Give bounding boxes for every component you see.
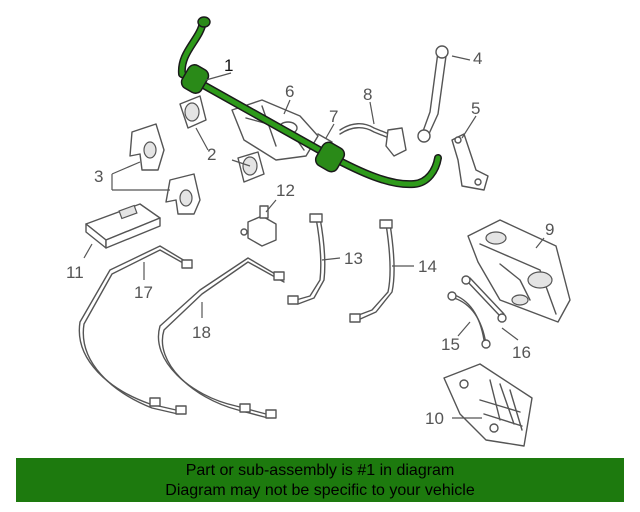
leader-lines — [83, 55, 545, 419]
callout-17[interactable]: 17 — [134, 283, 153, 302]
part-18-line[interactable] — [157, 257, 285, 419]
part-1-stabilizer-bar[interactable] — [177, 16, 442, 189]
part-15-line[interactable] — [447, 291, 491, 349]
part-13-hose[interactable] — [287, 213, 326, 305]
part-14-hose[interactable] — [349, 219, 395, 323]
callout-6[interactable]: 6 — [285, 82, 294, 101]
callout-16[interactable]: 16 — [512, 343, 531, 362]
part-9-control-unit[interactable] — [467, 219, 571, 323]
callout-11[interactable]: 11 — [66, 263, 84, 282]
part-11-module[interactable] — [85, 203, 161, 249]
callout-5[interactable]: 5 — [471, 99, 480, 118]
callout-2[interactable]: 2 — [207, 145, 216, 164]
part-10-bracket[interactable] — [443, 363, 533, 447]
callout-15[interactable]: 15 — [441, 335, 460, 354]
callout-7[interactable]: 7 — [329, 107, 338, 126]
parts-diagram: 1 2 3 4 5 6 7 8 9 10 11 12 13 14 15 16 1… — [66, 16, 571, 447]
part-3-clamp[interactable] — [129, 123, 201, 215]
callout-8[interactable]: 8 — [363, 85, 372, 104]
part-4-end-link[interactable] — [417, 45, 449, 143]
part-17-line[interactable] — [78, 245, 193, 415]
callout-18[interactable]: 18 — [192, 323, 211, 342]
callout-3[interactable]: 3 — [94, 167, 103, 186]
part-16-line[interactable] — [461, 275, 507, 323]
callout-14[interactable]: 14 — [418, 257, 437, 276]
part-8-link[interactable] — [339, 123, 407, 157]
callout-labels: 1 2 3 4 5 6 7 8 9 10 11 12 13 14 15 16 1… — [66, 49, 554, 428]
callout-1[interactable]: 1 — [224, 56, 233, 75]
callout-10[interactable]: 10 — [425, 409, 444, 428]
callout-13[interactable]: 13 — [344, 249, 363, 268]
part-2-bushing[interactable] — [179, 95, 265, 183]
banner-line-part-number: Part or sub-assembly is #1 in diagram — [185, 462, 455, 479]
callout-4[interactable]: 4 — [473, 49, 482, 68]
part-12-sensor[interactable] — [240, 205, 277, 247]
banner-line-disclaimer: Diagram may not be specific to your vehi… — [165, 482, 475, 499]
info-banner: Part or sub-assembly is #1 in diagram Di… — [16, 458, 624, 502]
callout-9[interactable]: 9 — [545, 220, 554, 239]
part-7-link[interactable] — [317, 133, 333, 143]
part-5-bracket[interactable] — [451, 133, 489, 191]
callout-12[interactable]: 12 — [276, 181, 295, 200]
